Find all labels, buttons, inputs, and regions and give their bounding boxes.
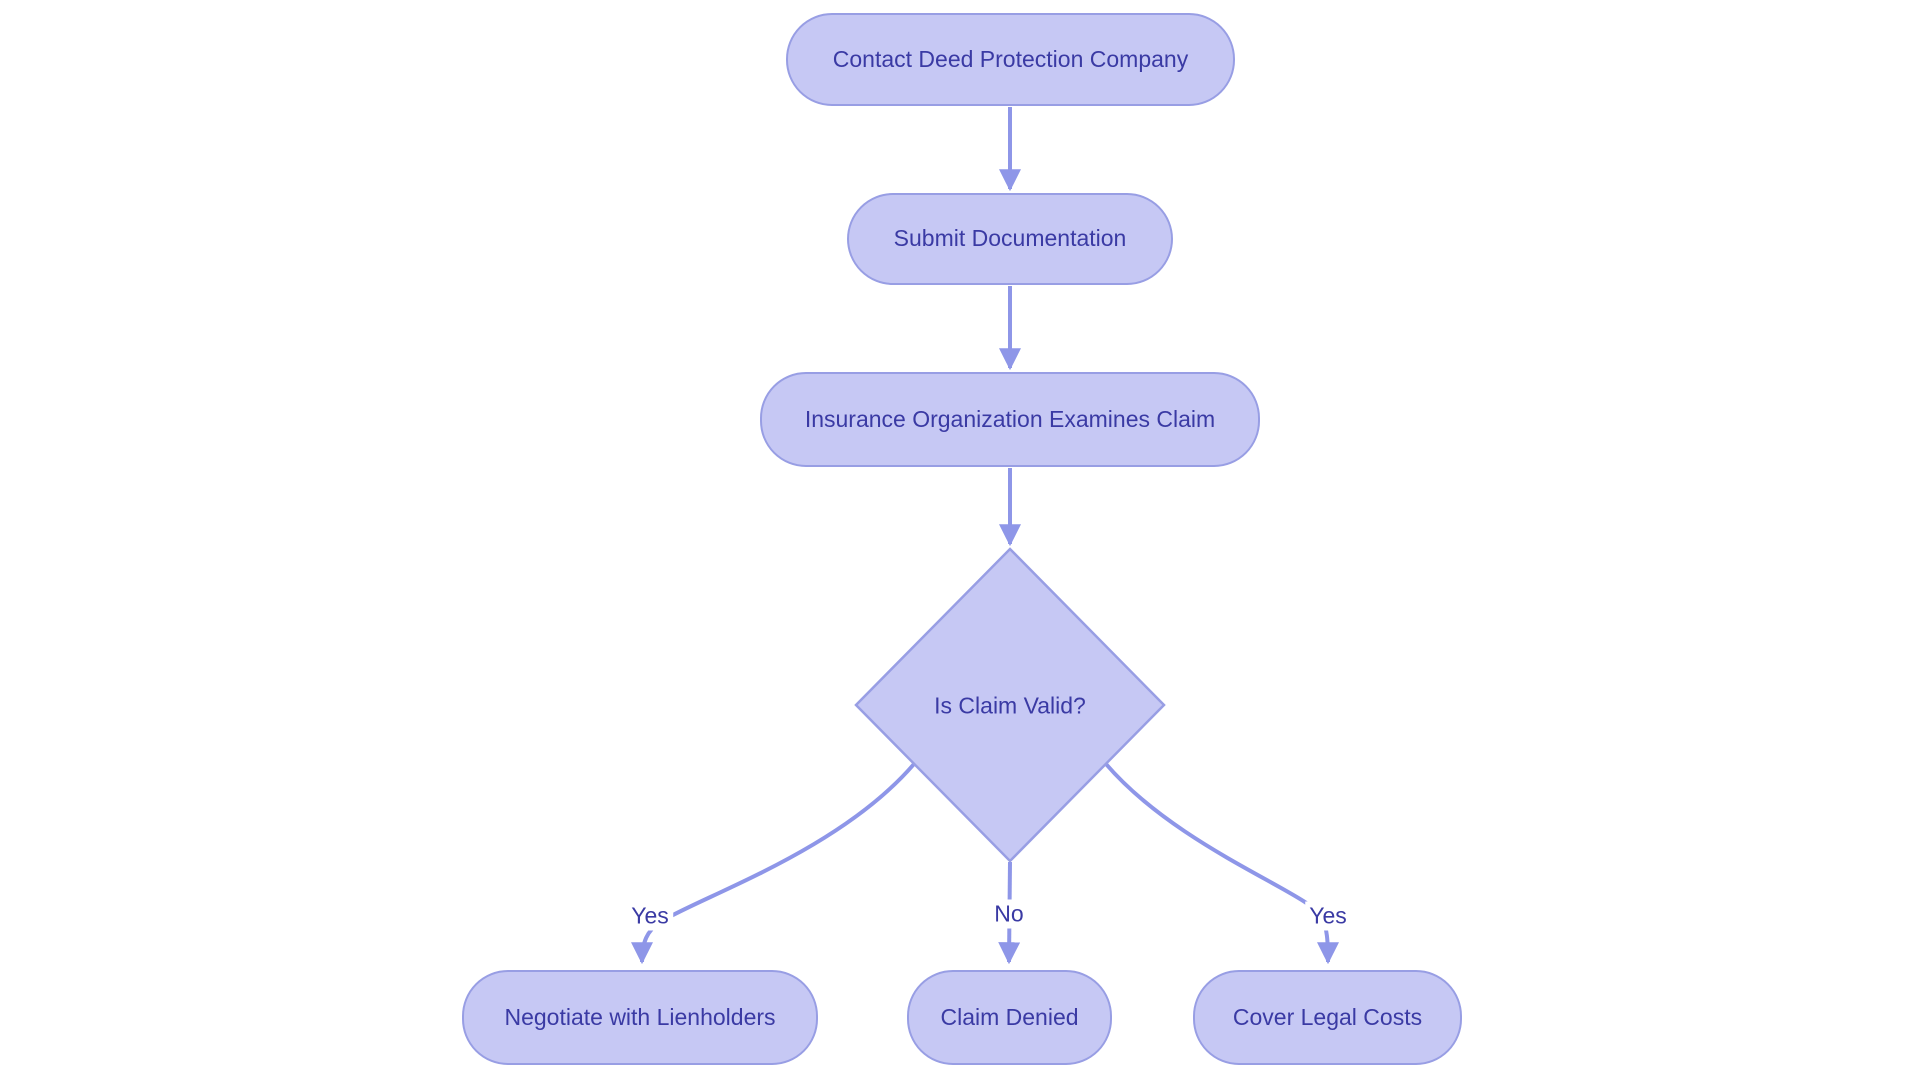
decision-diamond-shape: [854, 547, 1166, 863]
node-contact-deed-protection-company: Contact Deed Protection Company: [786, 13, 1235, 106]
node-claim-denied: Claim Denied: [907, 970, 1112, 1065]
node-label: Claim Denied: [940, 1003, 1079, 1030]
edge-label-no: No: [990, 899, 1028, 929]
node-is-claim-valid-label: Is Claim Valid?: [934, 692, 1086, 719]
edge-decision-yes-to-cover: [1104, 762, 1339, 965]
node-submit-documentation: Submit Documentation: [847, 193, 1173, 285]
node-label: Negotiate with Lienholders: [504, 1003, 776, 1030]
edge-label-yes-right: Yes: [1305, 901, 1351, 931]
node-insurance-organization-examines-claim: Insurance Organization Examines Claim: [760, 372, 1260, 467]
node-label: Contact Deed Protection Company: [832, 45, 1189, 72]
node-negotiate-with-lienholders: Negotiate with Lienholders: [462, 970, 818, 1065]
node-label: Submit Documentation: [893, 225, 1127, 252]
edge-label-yes-left: Yes: [627, 901, 673, 931]
node-label: Cover Legal Costs: [1232, 1003, 1423, 1030]
node-cover-legal-costs: Cover Legal Costs: [1193, 970, 1462, 1065]
node-label: Insurance Organization Examines Claim: [804, 405, 1216, 432]
edge-decision-yes-to-negotiate: [631, 762, 916, 965]
